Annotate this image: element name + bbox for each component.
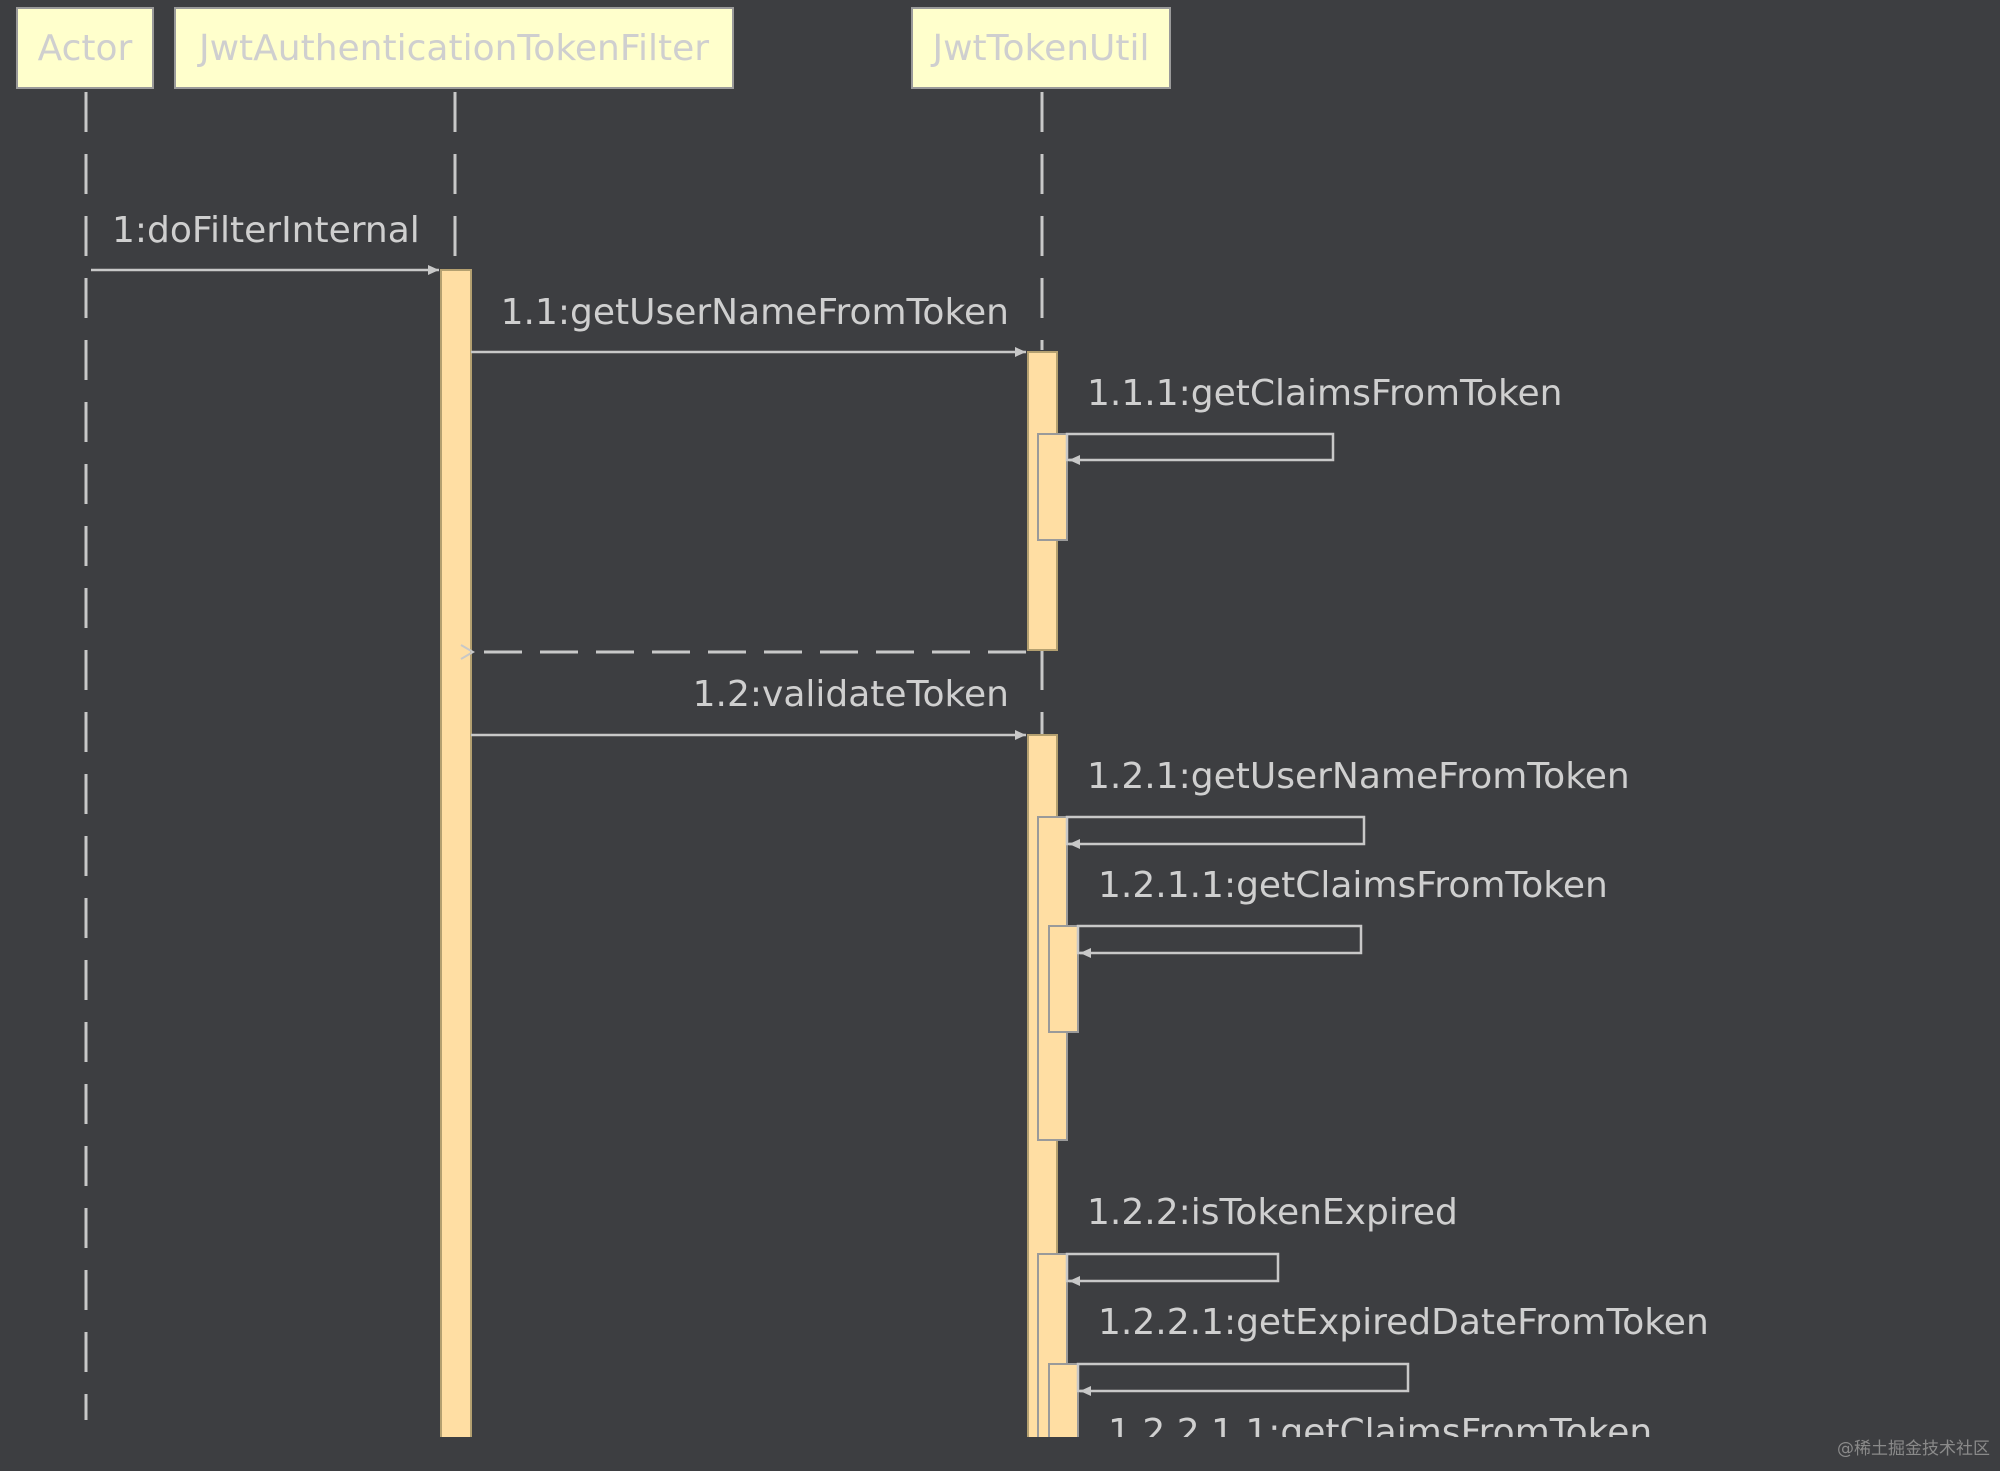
participant-headers: Actor JwtAuthenticationTokenFilter JwtTo… [16,7,1171,89]
message-1-label: 1:doFilterInternal [112,210,420,251]
participant-actor-label: Actor [38,28,133,69]
activation-bars [440,269,1079,1437]
activation-util-1-1 [1037,433,1068,541]
activation-util-2-2-1 [1048,1363,1079,1437]
message-1-1-label: 1.1:getUserNameFromToken [501,292,1009,333]
participant-filter[interactable]: JwtAuthenticationTokenFilter [174,7,734,89]
message-1-2[interactable]: 1.2:validateToken [471,674,1026,740]
message-1-2-label: 1.2:validateToken [693,674,1009,715]
lifelines [84,92,1044,1420]
participant-actor[interactable]: Actor [16,7,154,89]
message-1-1[interactable]: 1.1:getUserNameFromToken [471,292,1026,357]
message-1-1-1-label: 1.1.1:getClaimsFromToken [1087,373,1563,414]
message-1-2-1-label: 1.2.1:getUserNameFromToken [1087,756,1630,797]
message-1-1-1-self-loop [1065,432,1335,462]
message-1-1-1[interactable]: 1.1.1:getClaimsFromToken [1065,373,1563,465]
message-1-2-2-self-loop [1065,1252,1280,1283]
message-1-2-1[interactable]: 1.2.1:getUserNameFromToken [1065,756,1630,849]
message-1-2-1-1-self-loop [1076,924,1363,955]
participant-util-label: JwtTokenUtil [930,28,1149,69]
message-1-2-1-1[interactable]: 1.2.1.1:getClaimsFromToken [1076,865,1608,958]
activation-util-2-1-1 [1048,925,1079,1033]
message-1-2-2[interactable]: 1.2.2:isTokenExpired [1065,1192,1458,1286]
activation-filter [440,269,472,1437]
participant-util[interactable]: JwtTokenUtil [911,7,1171,89]
message-1-2-2-1-1[interactable]: 1.2.2.1.1:getClaimsFromToken [1108,1412,1652,1453]
message-1-2-2-label: 1.2.2:isTokenExpired [1087,1192,1458,1233]
message-1-2-2-1-1-label: 1.2.2.1.1:getClaimsFromToken [1108,1412,1652,1453]
messages: 1:doFilterInternal 1.1:getUserNameFromTo… [91,210,1709,1453]
message-1[interactable]: 1:doFilterInternal [91,210,439,275]
message-1-2-2-1-self-loop [1076,1362,1410,1393]
watermark: @稀土掘金技术社区 [1837,1439,1990,1459]
message-1-2-2-1-label: 1.2.2.1:getExpiredDateFromToken [1098,1302,1709,1343]
message-1-2-1-self-loop [1065,815,1366,846]
message-1-2-2-1[interactable]: 1.2.2.1:getExpiredDateFromToken [1076,1302,1709,1396]
message-1-2-1-1-label: 1.2.1.1:getClaimsFromToken [1098,865,1608,906]
participant-filter-label: JwtAuthenticationTokenFilter [197,28,709,69]
